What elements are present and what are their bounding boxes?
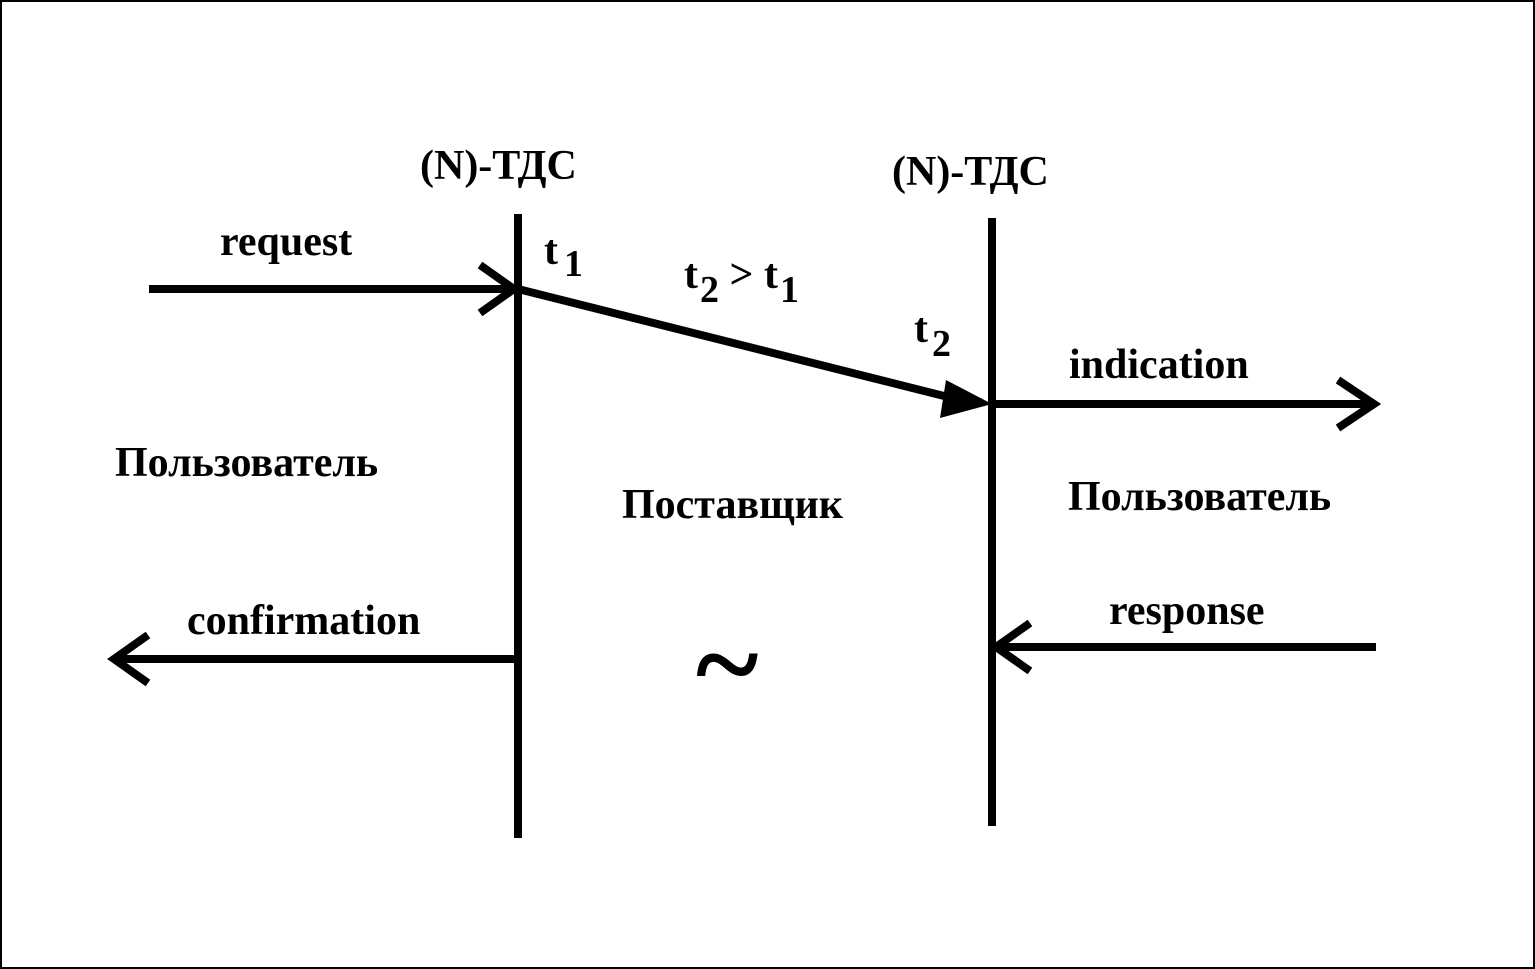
response-label: response	[1109, 588, 1265, 634]
t1-subscript: 1	[564, 243, 583, 285]
right-user-label: Пользователь	[1068, 474, 1331, 520]
relation-left-subscript: 2	[700, 269, 719, 311]
t2-subscript: 2	[932, 323, 951, 365]
right-tds-title: (N)-ТДС	[892, 149, 1049, 195]
left-user-label: Пользователь	[115, 440, 378, 486]
response-arrow-head	[989, 619, 1033, 675]
provider-label: Поставщик	[622, 482, 844, 528]
relation-left-base: t	[684, 252, 698, 298]
relation-right-subscript: 1	[780, 269, 799, 311]
transfer-arrow-head	[940, 380, 992, 418]
relation-right-base: t	[764, 252, 778, 298]
t2-base: t	[914, 306, 928, 352]
t1-base: t	[544, 228, 558, 274]
confirmation-arrow-head	[107, 631, 151, 687]
transfer-arrow-line	[517, 285, 953, 402]
request-arrow-head	[477, 261, 521, 317]
left-tds-title: (N)-ТДС	[420, 143, 577, 189]
confirmation-label: confirmation	[187, 598, 420, 644]
time-relation-label: t2 > t1	[684, 252, 799, 311]
request-label: request	[220, 219, 352, 265]
indication-label: indication	[1069, 342, 1249, 388]
indication-arrow-head	[1335, 376, 1382, 432]
relation-operator: >	[719, 252, 764, 298]
provider-tilde-symbol: ~	[696, 597, 758, 730]
